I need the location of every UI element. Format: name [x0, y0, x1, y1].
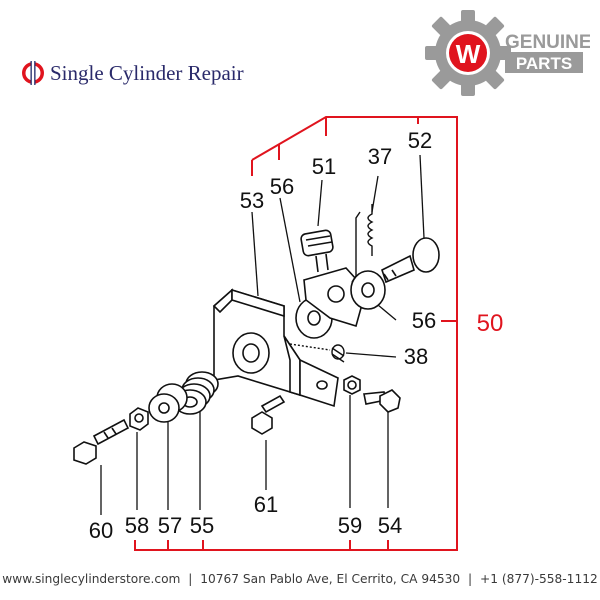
label-56-right[interactable]: 56	[412, 308, 436, 333]
footer-separator: |	[468, 572, 473, 586]
footer-address: 10767 San Pablo Ave, El Cerrito, CA 9453…	[200, 572, 461, 586]
part-58-nut	[129, 407, 149, 431]
label-51[interactable]: 51	[312, 154, 336, 179]
footer-contact: www.singlecylinderstore.com | 10767 San …	[0, 572, 600, 586]
footer-website-link[interactable]: www.singlecylinderstore.com	[2, 572, 181, 586]
leader-lines	[100, 154, 425, 515]
label-57[interactable]: 57	[158, 513, 182, 538]
brand-emblem-icon	[22, 61, 44, 85]
genuine-parts-badge: W GENUINE PARTS	[425, 10, 590, 96]
part-labels: 53 56 51 37 52 56 50 38 61 60 58 57 55 5…	[89, 128, 504, 543]
part-38-clip	[289, 343, 345, 363]
label-54[interactable]: 54	[378, 513, 402, 538]
part-60-bolt	[73, 418, 130, 465]
footer-phone[interactable]: +1 (877)-558-1112	[480, 572, 598, 586]
label-55[interactable]: 55	[190, 513, 214, 538]
badge-letter: W	[456, 39, 481, 69]
label-61[interactable]: 61	[254, 492, 278, 517]
brand-logo[interactable]: Single Cylinder Repair	[20, 58, 244, 88]
label-58[interactable]: 58	[125, 513, 149, 538]
part-56-washer-right	[350, 270, 386, 310]
badge-genuine: GENUINE	[505, 32, 590, 53]
gear-icon: W	[425, 10, 511, 96]
label-56-left[interactable]: 56	[270, 174, 294, 199]
label-60[interactable]: 60	[89, 518, 113, 543]
part-51-lever	[300, 229, 367, 328]
label-53[interactable]: 53	[240, 188, 264, 213]
part-53-bracket	[212, 288, 339, 408]
part-61-bolt	[251, 394, 286, 435]
part-59-nut	[343, 375, 361, 395]
part-52-pin	[381, 237, 440, 284]
part-57-washer	[148, 383, 188, 423]
part-54-bolt	[363, 389, 401, 413]
label-37[interactable]: 37	[368, 144, 392, 169]
label-50[interactable]: 50	[477, 310, 504, 337]
label-59[interactable]: 59	[338, 513, 362, 538]
group-bracket-50	[134, 116, 458, 551]
label-52[interactable]: 52	[408, 128, 432, 153]
brand-name: Single Cylinder Repair	[50, 60, 244, 85]
badge-parts: PARTS	[516, 54, 572, 73]
footer-separator: |	[188, 572, 193, 586]
label-38[interactable]: 38	[404, 344, 428, 369]
